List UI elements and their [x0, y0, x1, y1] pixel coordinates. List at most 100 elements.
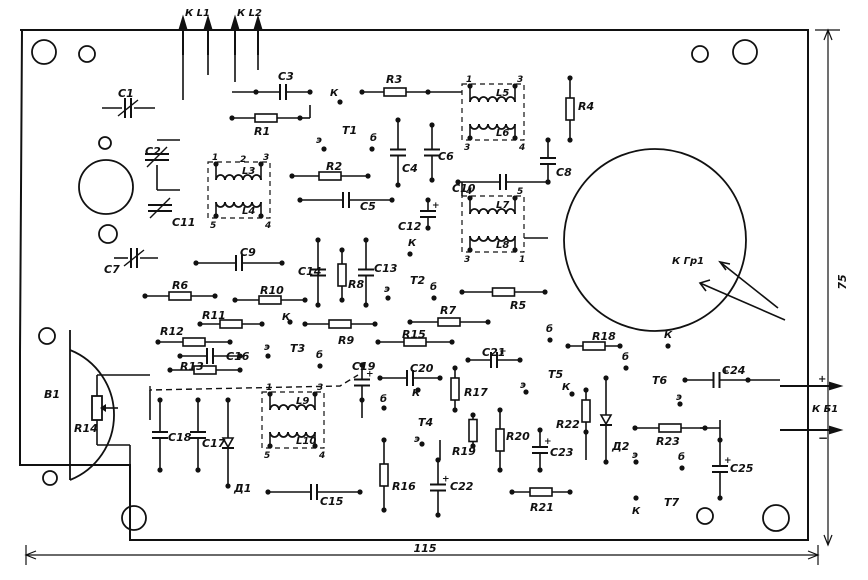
transistor-pin-label: э — [676, 392, 682, 403]
mounting-hole — [42, 470, 58, 486]
transistor-label-t6: T6 — [652, 374, 668, 387]
solder-pad — [547, 337, 553, 343]
solder-pad — [633, 459, 639, 465]
solder-pad — [542, 289, 548, 295]
adjust-arrow — [123, 249, 145, 267]
coil-l6 — [505, 123, 516, 130]
solder-pad — [372, 321, 378, 327]
solder-pad — [213, 161, 219, 167]
coil-l7 — [469, 208, 480, 215]
solder-pad — [395, 117, 401, 123]
coil-l6 — [478, 123, 489, 130]
transistor-pin-label: б — [380, 393, 387, 405]
resistor-r15 — [403, 337, 427, 347]
battery-connector-wires — [780, 381, 844, 435]
coil-pin-label: 4 — [465, 187, 472, 197]
transistor-label-t3: T3 — [290, 342, 306, 355]
capacitor-label: C20 — [410, 362, 434, 375]
resistor-r8 — [337, 263, 347, 287]
solder-pad — [279, 260, 285, 266]
capacitor-label: C23 — [550, 446, 574, 459]
resistor-label: R17 — [464, 386, 488, 399]
transistor-pin-label: б — [370, 132, 377, 144]
capacitor-label: C22 — [450, 480, 474, 493]
solder-pad — [253, 89, 259, 95]
solder-pad — [407, 319, 413, 325]
solder-pad — [465, 357, 471, 363]
solder-pad — [512, 135, 518, 141]
capacitor-label: C13 — [374, 262, 398, 275]
top-connector-wires — [178, 14, 263, 55]
solder-pad — [523, 389, 529, 395]
resistor-label: R10 — [260, 284, 284, 297]
coil-pin-label: 4 — [518, 143, 525, 153]
capacitor-label: C4 — [402, 162, 418, 175]
polarity-mark: + — [366, 370, 374, 380]
coil-l8 — [505, 235, 516, 242]
solder-pad — [452, 365, 458, 371]
solder-pad — [509, 489, 515, 495]
coil-pin-label: 3 — [317, 383, 323, 393]
coil-label: L4 — [242, 206, 255, 217]
battery-outline — [69, 349, 115, 481]
solder-pad — [237, 367, 243, 373]
solder-pad — [632, 425, 638, 431]
coil-label: L7 — [496, 200, 509, 211]
transistor-label-t1: T1 — [342, 124, 357, 137]
resistor-label: R11 — [202, 309, 226, 322]
resistor-label: R22 — [556, 418, 580, 431]
solder-pad — [381, 405, 387, 411]
solder-pad — [537, 427, 543, 433]
mounting-hole — [31, 39, 57, 65]
mounting-hole — [98, 224, 118, 244]
solder-pad — [459, 289, 465, 295]
solder-pad — [745, 377, 751, 383]
solder-pad — [363, 302, 369, 308]
coil-l5 — [469, 96, 480, 103]
solder-pad — [677, 401, 683, 407]
resistor-label: R3 — [386, 73, 402, 86]
solder-pad — [545, 137, 551, 143]
resistor-label: R18 — [592, 330, 616, 343]
polarity-plus: + — [818, 374, 826, 385]
resistor-label: R9 — [338, 334, 354, 347]
diode-Д2 — [599, 414, 613, 426]
solder-pad — [583, 387, 589, 393]
solder-pad — [455, 179, 461, 185]
coil-pin-label: 1 — [519, 255, 525, 265]
connector-label-speaker: К Гр1 — [672, 256, 704, 267]
resistor-r21 — [529, 487, 553, 497]
resistor-label: R7 — [440, 304, 456, 317]
resistor-label: R6 — [172, 279, 188, 292]
coil-l10 — [278, 431, 289, 438]
resistor-r19 — [468, 418, 478, 443]
resistor-r1 — [254, 113, 278, 123]
solder-pad — [258, 161, 264, 167]
solder-pad — [603, 375, 609, 381]
solder-pad — [429, 122, 435, 128]
capacitor-label: C19 — [352, 360, 376, 373]
resistor-r4 — [565, 97, 575, 121]
tuning-capacitor-body — [78, 159, 134, 215]
resistor-label: R1 — [254, 125, 270, 138]
capacitor-label: C10 — [452, 182, 476, 195]
capacitor-label: C15 — [320, 495, 344, 508]
coil-l4 — [224, 201, 235, 208]
transistor-pin-label: б — [622, 351, 629, 363]
solder-pad — [452, 407, 458, 413]
transistor-pin-label: э — [384, 284, 390, 295]
capacitor-label: C2 — [145, 145, 161, 158]
polarity-mark: + — [724, 456, 732, 466]
solder-pad — [339, 297, 345, 303]
polarity-mark: + — [544, 437, 552, 447]
solder-pad — [467, 83, 473, 89]
solder-pad — [429, 177, 435, 183]
transistor-pin-label: К — [664, 330, 673, 341]
coil-l3 — [224, 174, 235, 181]
resistor-label: R5 — [510, 299, 526, 312]
solder-pad — [717, 437, 723, 443]
mounting-hole — [691, 45, 709, 63]
solder-pad — [470, 443, 476, 449]
solder-pad — [381, 507, 387, 513]
